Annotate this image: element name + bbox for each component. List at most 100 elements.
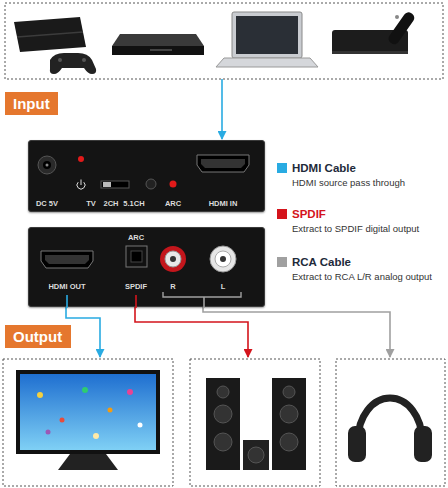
port-label: L	[221, 282, 226, 291]
port-label: HDMI IN	[209, 199, 238, 208]
speaker-icon	[214, 405, 232, 423]
speaker-icon	[206, 378, 240, 470]
rca-wire	[203, 307, 390, 357]
port-art	[135, 295, 137, 308]
port-art	[170, 256, 176, 262]
port-label: TV	[86, 199, 96, 208]
section-tag: Output	[5, 325, 71, 348]
game-console-icon	[14, 17, 96, 74]
port-art	[38, 156, 56, 174]
disc-player-icon	[112, 34, 204, 46]
tv-icon	[46, 430, 51, 435]
headphone-icon	[414, 426, 432, 462]
tv-icon	[82, 387, 88, 393]
legend-text: RCA Cable	[292, 255, 351, 269]
legend-entry: SPDIF	[277, 207, 326, 221]
laptop-icon	[216, 58, 318, 67]
game-console-icon	[50, 53, 96, 74]
source-frame	[5, 3, 443, 79]
speaker-icon	[280, 405, 298, 423]
game-console-icon	[17, 32, 83, 37]
legend-description: Extract to SPDIF digital output	[292, 223, 446, 234]
port-label: SPDIF	[125, 282, 147, 291]
port-art	[78, 156, 84, 162]
port-art	[43, 161, 51, 169]
port-art	[131, 251, 142, 262]
port-art	[101, 181, 129, 188]
legend-description: HDMI source pass through	[292, 177, 446, 188]
streaming-box-icon	[332, 51, 408, 54]
port-art	[163, 292, 241, 297]
speaker-icon	[243, 440, 269, 470]
port-label: 2CH	[103, 199, 118, 208]
legend-text: SPDIF	[292, 207, 326, 221]
legend-swatch	[277, 163, 287, 173]
legend-swatch	[277, 209, 287, 219]
headphone-icon	[358, 398, 422, 440]
tv-icon	[37, 392, 43, 398]
speaker-icon	[248, 447, 264, 463]
headphone-icon	[348, 426, 366, 462]
speaker-icon	[206, 378, 306, 470]
game-console-icon	[14, 17, 86, 52]
port-label: ARC	[128, 233, 144, 242]
port-label: ARC	[165, 199, 181, 208]
tv-icon	[108, 408, 113, 413]
tv-icon	[16, 370, 160, 470]
port-art	[81, 180, 82, 186]
port-label: DC 5V	[36, 199, 58, 208]
disc-player-icon	[112, 34, 204, 55]
port-art	[220, 256, 226, 262]
game-console-icon	[82, 58, 86, 62]
port-art	[45, 255, 89, 264]
port-art	[210, 246, 236, 272]
laptop-icon	[232, 12, 302, 58]
section-tag: Input	[5, 92, 58, 115]
port-art	[201, 159, 245, 168]
tag-text: Input	[13, 94, 50, 113]
port-art	[66, 295, 68, 308]
tv-icon	[20, 374, 156, 450]
speaker-icon	[280, 433, 298, 451]
legend-description: Extract to RCA L/R analog output	[292, 271, 446, 282]
legend-text: HDMI Cable	[292, 161, 356, 175]
device-panel: ARC HDMI OUT SPDIF R L	[28, 227, 265, 307]
laptop-icon	[216, 12, 318, 67]
speaker-icon	[214, 433, 232, 451]
disc-player-icon	[150, 49, 172, 51]
streaming-box-icon	[332, 10, 416, 54]
port-art	[197, 155, 249, 172]
tv-icon	[138, 423, 143, 428]
port-art	[46, 164, 49, 167]
hdmi-output-wire	[66, 307, 100, 357]
port-label: R	[170, 282, 175, 291]
device-panel: DC 5V TV 2CH 5.1CH ARC HDMI IN	[28, 140, 265, 212]
streaming-box-icon	[387, 10, 417, 46]
streaming-box-icon	[395, 15, 399, 19]
port-label: 5.1CH	[123, 199, 144, 208]
port-art	[103, 182, 111, 187]
port-art	[29, 228, 266, 308]
legend-entry: RCA Cable	[277, 255, 351, 269]
legend-entry: HDMI Cable	[277, 161, 356, 175]
speaker-icon	[272, 378, 306, 470]
headphone-frame	[336, 359, 445, 486]
disc-player-icon	[112, 46, 204, 55]
tag-text: Output	[13, 327, 62, 346]
hdmi-input-wire	[221, 79, 223, 139]
laptop-icon	[236, 16, 298, 54]
headphone-icon	[348, 398, 432, 462]
port-art	[203, 297, 205, 308]
port-art	[170, 181, 177, 188]
speaker-icon	[283, 386, 295, 398]
port-art	[146, 179, 156, 189]
port-art	[215, 251, 231, 267]
tv-icon	[16, 370, 160, 454]
tv-icon	[93, 433, 99, 439]
tv-frame	[3, 359, 173, 486]
tv-icon	[58, 454, 118, 470]
port-label: HDMI OUT	[48, 282, 85, 291]
speaker-frame	[190, 359, 320, 486]
spdif-wire	[135, 307, 248, 357]
